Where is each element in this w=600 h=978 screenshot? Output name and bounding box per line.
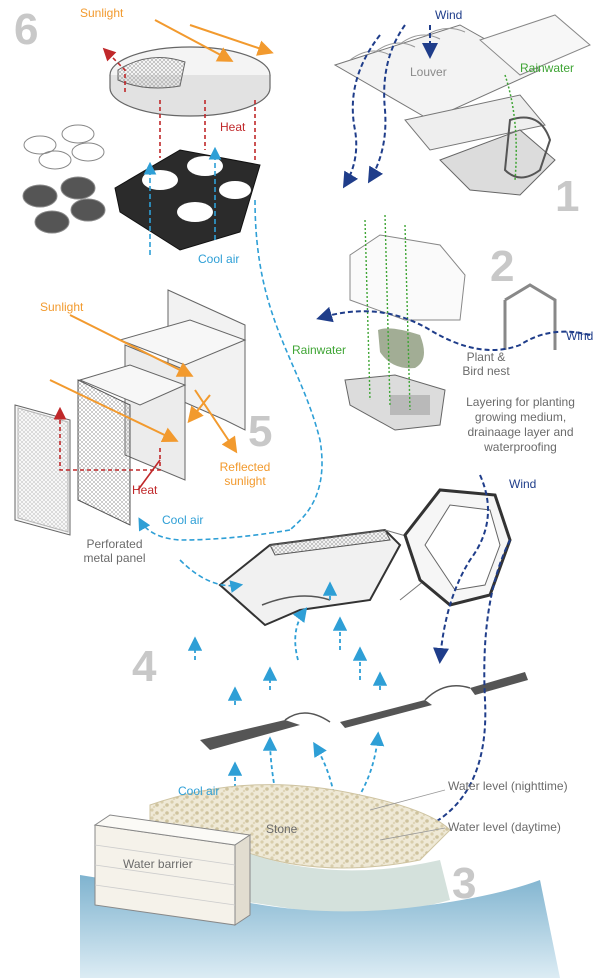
heat-arrow-5 bbox=[53, 406, 161, 471]
sunlight-arrow-5a bbox=[69, 314, 194, 377]
section-number-3: 3 bbox=[452, 859, 477, 908]
label-rainwater-top: Rainwater bbox=[520, 61, 575, 75]
label-heat-top: Heat bbox=[220, 120, 246, 134]
label-reflected-sunlight: Reflected sunlight bbox=[219, 460, 271, 488]
tile-pattern-sketch bbox=[22, 124, 106, 234]
label-cool-air-top: Cool air bbox=[198, 252, 240, 266]
label-cool-air-low: Cool air bbox=[178, 784, 220, 798]
label-plant-bird-nest: Plant & Bird nest bbox=[462, 350, 510, 378]
label-cool-air-mid: Cool air bbox=[162, 513, 204, 527]
label-wind-right: Wind bbox=[509, 477, 537, 491]
sunlight-arrow-5b bbox=[49, 379, 179, 443]
wind-arrow-right bbox=[433, 474, 489, 664]
section-5-drawing bbox=[14, 289, 247, 536]
section-number-5: 5 bbox=[248, 407, 273, 456]
label-perforated-metal-panel: Perforated metal panel bbox=[83, 537, 146, 565]
label-wind-mid: Wind bbox=[566, 329, 594, 343]
label-water-barrier: Water barrier bbox=[123, 857, 193, 871]
louver bbox=[333, 24, 542, 121]
section-number-2: 2 bbox=[490, 242, 515, 291]
wind-arrow-mid bbox=[316, 306, 591, 351]
section-6-drawing bbox=[22, 19, 323, 531]
perforated-panel bbox=[77, 379, 131, 526]
label-sunlight-mid: Sunlight bbox=[40, 300, 84, 314]
section-3-drawing bbox=[80, 784, 560, 978]
label-heat-mid: Heat bbox=[132, 483, 158, 497]
cool-air-arrow-5 bbox=[138, 517, 291, 541]
label-stone: Stone bbox=[266, 822, 298, 836]
section-2-drawing bbox=[316, 214, 591, 431]
heat-arrow-6a bbox=[102, 47, 126, 92]
sunlight-arrow-6a bbox=[154, 19, 234, 62]
sunlight-arrow-6b bbox=[189, 24, 274, 56]
section-1-drawing bbox=[333, 14, 591, 196]
label-wind-top: Wind bbox=[435, 8, 463, 22]
label-sunlight-top: Sunlight bbox=[80, 6, 124, 20]
label-layering: Layering for planting growing medium, dr… bbox=[466, 395, 575, 454]
label-rainwater-mid: Rainwater bbox=[292, 343, 347, 357]
section-number-1: 1 bbox=[555, 172, 580, 221]
section-number-6: 6 bbox=[14, 5, 39, 54]
label-water-level-daytime: Water level (daytime) bbox=[448, 820, 561, 834]
label-water-level-nighttime: Water level (nighttime) bbox=[448, 779, 568, 793]
section-4-drawing bbox=[138, 474, 528, 836]
label-louver: Louver bbox=[410, 65, 447, 79]
section-number-4: 4 bbox=[132, 642, 157, 691]
